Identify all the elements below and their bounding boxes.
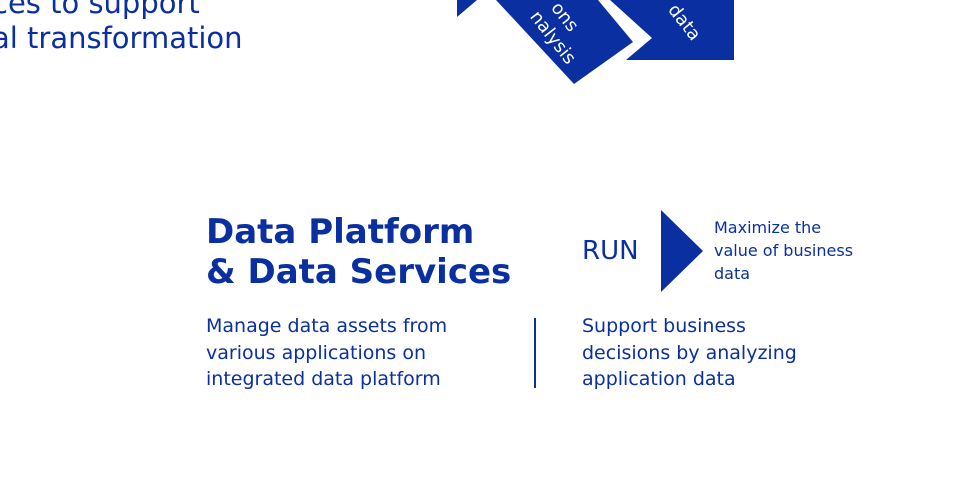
run-tagline: Maximize the value of business data — [714, 216, 853, 285]
left-description: Manage data assets from various applicat… — [206, 313, 447, 393]
top-diagram: ons nalysis data — [440, 0, 760, 100]
run-label: RUN — [582, 236, 639, 266]
left-description-line-1: Manage data assets from — [206, 315, 448, 337]
left-description-line-2: various applications on — [206, 341, 426, 364]
vertical-divider — [534, 318, 536, 388]
section-title-line-1: Data Platform — [206, 212, 475, 252]
small-left-arrow-shape — [457, 0, 477, 17]
top-heading-line-2: al transformation — [0, 21, 243, 55]
top-heading: ces to support al transformation — [0, 0, 243, 56]
run-tagline-line-2: value of business — [714, 241, 854, 260]
top-heading-line-1: ces to support — [0, 0, 200, 20]
section-title: Data Platform & Data Services — [206, 212, 511, 292]
run-tagline-line-1: Maximize the — [714, 218, 822, 237]
run-tagline-line-3: data — [714, 264, 751, 283]
right-description-line-2: decisions by analyzing — [582, 341, 797, 364]
top-diagram-svg — [457, 0, 734, 84]
right-description: Support business decisions by analyzing … — [582, 313, 797, 393]
run-arrow-icon — [661, 210, 703, 292]
diamond-shape-right — [610, 0, 734, 60]
right-description-line-1: Support business — [582, 315, 746, 337]
left-description-line-3: integrated data platform — [206, 368, 441, 390]
right-description-line-3: application data — [582, 368, 736, 390]
diamond-shape-left — [496, 0, 633, 84]
section-title-line-2: & Data Services — [206, 252, 512, 292]
